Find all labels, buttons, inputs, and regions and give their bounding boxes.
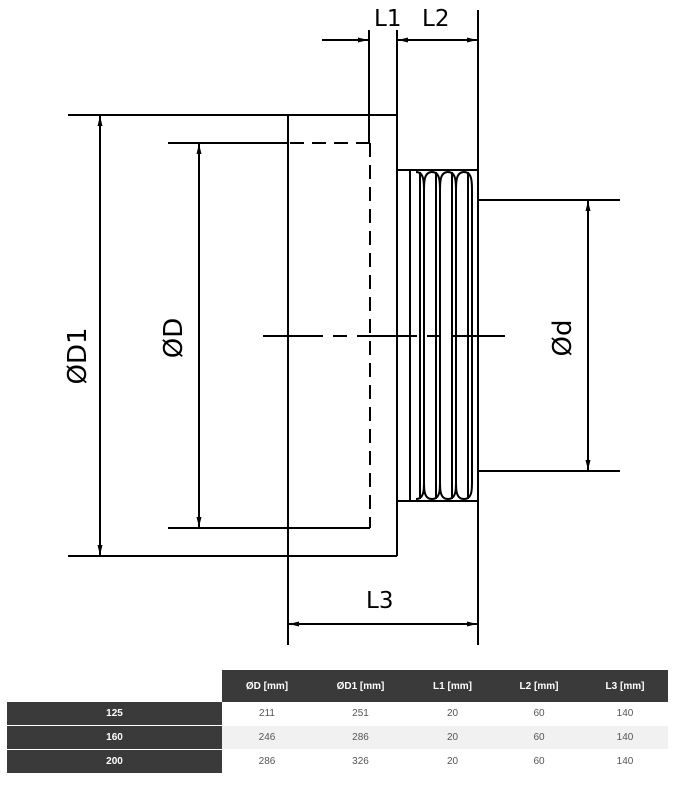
table-cell: 140 [582,726,668,750]
header-d: ØD [mm] [222,670,312,702]
table-row: 160 246 286 20 60 140 [7,726,668,750]
row-label: 200 [7,750,222,774]
table-cell: 60 [496,702,582,726]
header-l3: L3 [mm] [582,670,668,702]
table-row: 200 286 326 20 60 140 [7,750,668,774]
label-l1: L1 [374,6,401,32]
technical-drawing: L1 L2 L3 ØD1 ØD Ød [63,6,620,645]
seal-ring-2 [431,171,441,500]
table-cell: 211 [222,702,312,726]
table-cell: 251 [312,702,409,726]
row-label: 160 [7,726,222,750]
table-header-row: ØD [mm] ØD1 [mm] L1 [mm] L2 [mm] L3 [mm] [7,670,668,702]
label-l3: L3 [366,588,393,614]
dimensions-table: ØD [mm] ØD1 [mm] L1 [mm] L2 [mm] L3 [mm]… [7,670,668,774]
table-cell: 286 [222,750,312,774]
seal-ring-1b [423,171,433,500]
label-l2: L2 [422,6,449,32]
table-cell: 20 [409,750,496,774]
table-cell: 20 [409,726,496,750]
table-cell: 326 [312,750,409,774]
seal-ring-4 [463,171,473,500]
table-row: 125 211 251 20 60 140 [7,702,668,726]
seal-ring-3b [455,171,465,500]
header-l2: L2 [mm] [496,670,582,702]
table-cell: 246 [222,726,312,750]
header-d1: ØD1 [mm] [312,670,409,702]
table-cell: 286 [312,726,409,750]
table-cell: 140 [582,702,668,726]
table-cell: 60 [496,750,582,774]
row-label: 125 [7,702,222,726]
table-corner-cell [7,670,222,702]
label-d: ØD [159,318,189,359]
table-cell: 20 [409,702,496,726]
seal-ring-3 [447,171,457,500]
label-dsmall: Ød [548,320,578,357]
label-d1: ØD1 [63,327,93,384]
header-l1: L1 [mm] [409,670,496,702]
seal-ring-2b [439,171,449,500]
table-cell: 140 [582,750,668,774]
table-cell: 60 [496,726,582,750]
seal-ring-1 [415,171,425,500]
